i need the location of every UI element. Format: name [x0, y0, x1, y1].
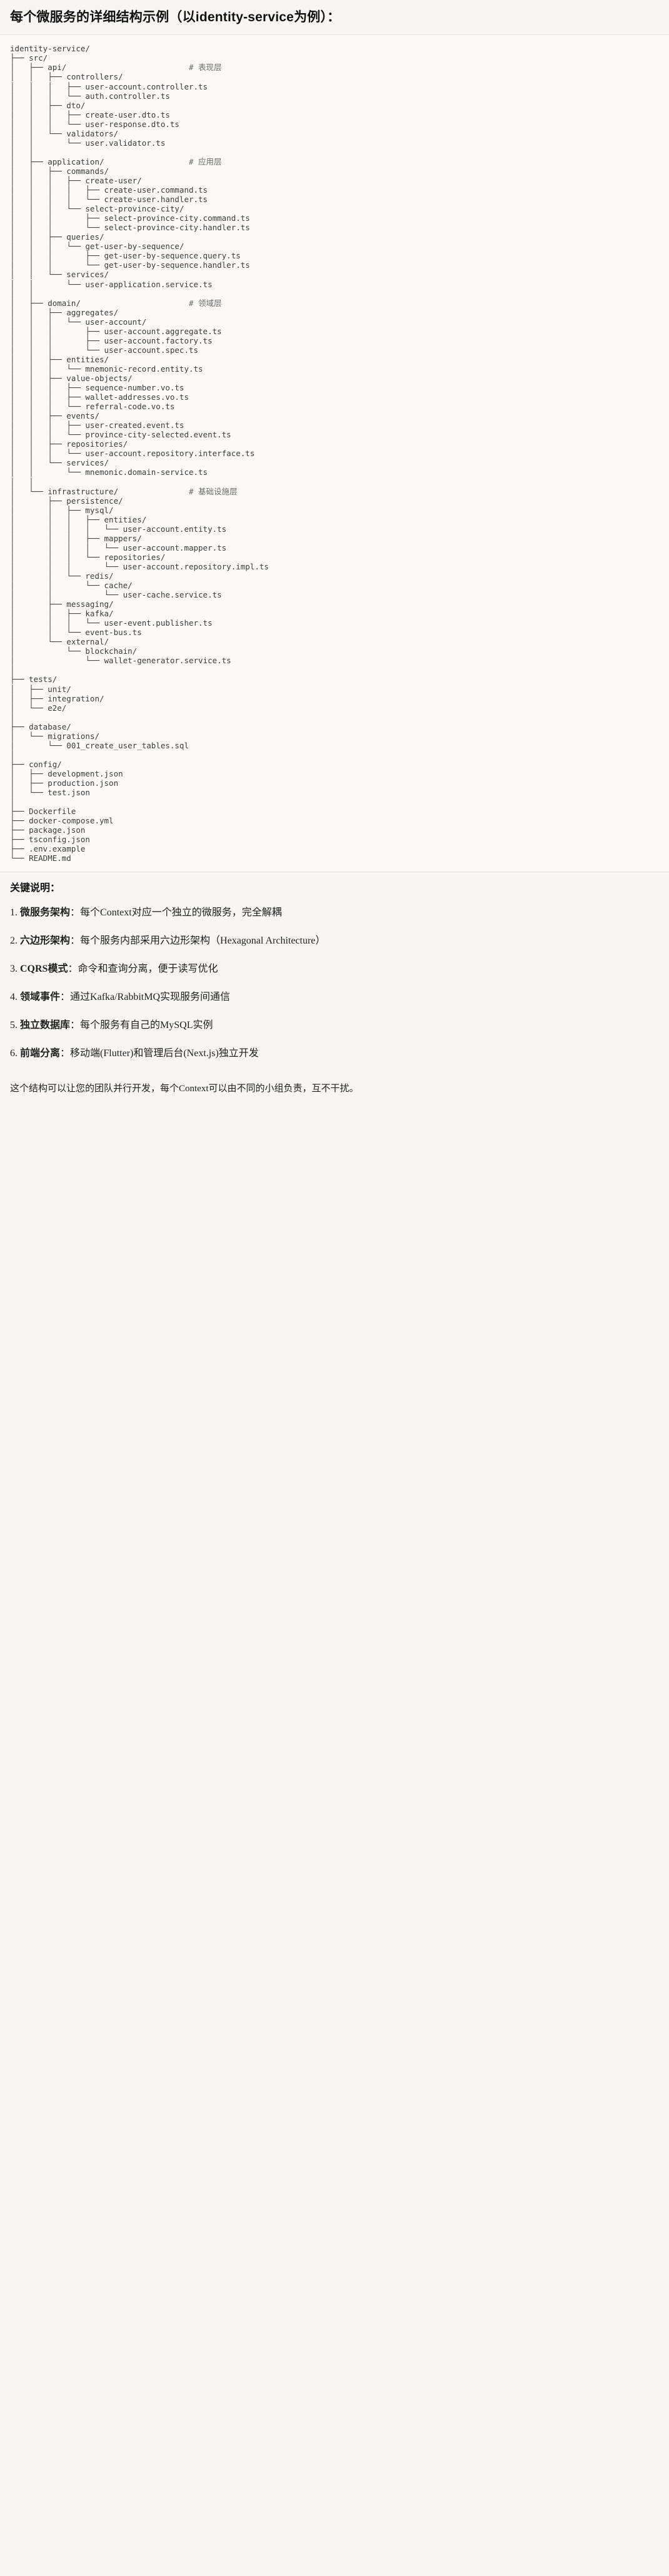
closing-paragraph: 这个结构可以让您的团队并行开发，每个Context可以由不同的小组负责，互不干扰… — [10, 1084, 359, 1094]
list-item-description: 通过Kafka/RabbitMQ实现服务间通信 — [70, 992, 231, 1003]
list-item-term: 领域事件 — [20, 992, 61, 1003]
document-page: 每个微服务的详细结构示例（以identity-service为例）： ident… — [0, 0, 669, 1108]
list-item-term: 前端分离 — [20, 1048, 61, 1059]
list-item-description: 每个服务有自己的MySQL实例 — [80, 1020, 213, 1031]
list-item-number: 3. — [10, 964, 18, 975]
key-points-heading: 关键说明： — [10, 883, 61, 894]
list-item-separator: ： — [70, 1020, 81, 1031]
list-item-separator: ： — [70, 907, 81, 919]
tree-layer-comment: # 表现层 — [188, 63, 222, 73]
list-item-number: 6. — [10, 1048, 18, 1059]
list-item-number: 4. — [10, 992, 18, 1003]
list-item: 4. 领域事件：通过Kafka/RabbitMQ实现服务间通信 — [10, 990, 659, 1005]
list-item-description: 每个服务内部采用六边形架构（Hexagonal Architecture） — [80, 935, 326, 947]
list-item-description: 移动端(Flutter)和管理后台(Next.js)独立开发 — [70, 1048, 259, 1059]
list-item: 3. CQRS模式：命令和查询分离，便于读写优化 — [10, 962, 659, 977]
list-item-description: 每个Context对应一个独立的微服务，完全解耦 — [80, 907, 282, 919]
page-title: 每个微服务的详细结构示例（以identity-service为例）： — [10, 10, 341, 24]
list-item-number: 1. — [10, 907, 18, 919]
list-item-term: 微服务架构 — [20, 907, 71, 919]
code-block: identity-service/ ├── src/ │ ├── api/ # … — [0, 34, 669, 873]
key-points-list: 1. 微服务架构：每个Context对应一个独立的微服务，完全解耦 2. 六边形… — [10, 905, 659, 1061]
list-item-separator: ： — [68, 964, 78, 975]
list-item-term: 独立数据库 — [20, 1020, 71, 1031]
list-item-description: 命令和查询分离，便于读写优化 — [78, 964, 218, 975]
list-item-separator: ： — [60, 1048, 71, 1059]
tree-layer-comment: # 应用层 — [188, 156, 222, 166]
list-item-separator: ： — [60, 992, 71, 1003]
list-item-term: 六边形架构 — [20, 935, 71, 947]
key-points-section: 关键说明： 1. 微服务架构：每个Context对应一个独立的微服务，完全解耦 … — [0, 872, 669, 1077]
list-item: 1. 微服务架构：每个Context对应一个独立的微服务，完全解耦 — [10, 905, 659, 920]
list-item-separator: ： — [70, 935, 81, 947]
tree-layer-comment: # 领域层 — [188, 298, 222, 308]
list-item: 5. 独立数据库：每个服务有自己的MySQL实例 — [10, 1018, 659, 1033]
list-item: 2. 六边形架构：每个服务内部采用六边形架构（Hexagonal Archite… — [10, 934, 659, 949]
list-item-number: 5. — [10, 1020, 18, 1031]
list-item-term: CQRS模式 — [20, 964, 68, 975]
list-item: 6. 前端分离：移动端(Flutter)和管理后台(Next.js)独立开发 — [10, 1046, 659, 1061]
tree-layer-comment: # 基础设施层 — [188, 486, 238, 496]
list-item-number: 2. — [10, 935, 18, 947]
directory-tree: identity-service/ ├── src/ │ ├── api/ # … — [10, 44, 269, 863]
